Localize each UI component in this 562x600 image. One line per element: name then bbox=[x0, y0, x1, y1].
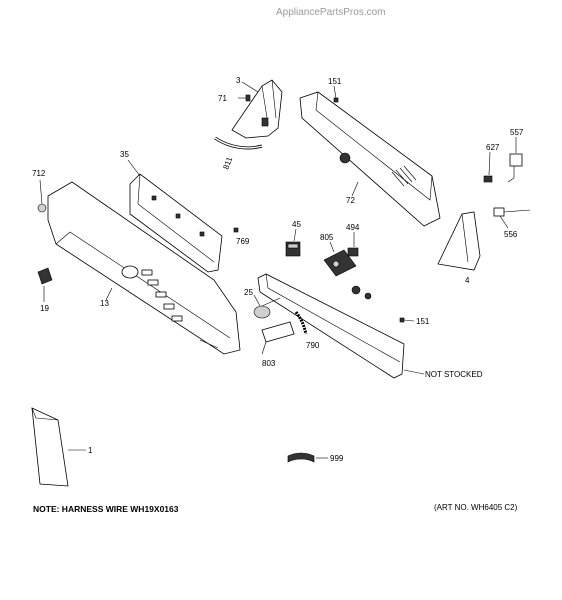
part-556-harness[interactable] bbox=[493, 207, 531, 217]
part-151a-screw[interactable] bbox=[333, 97, 339, 103]
art-number: (ART NO. WH6405 C2) bbox=[434, 503, 518, 512]
leader-712 bbox=[39, 179, 43, 205]
callout-151b: 151 bbox=[416, 317, 430, 326]
cycle-knob-opening bbox=[121, 265, 139, 279]
part-805-valve[interactable] bbox=[323, 249, 357, 277]
callout-45: 45 bbox=[292, 220, 301, 229]
callout-999: 999 bbox=[330, 454, 344, 463]
callout-4: 4 bbox=[465, 276, 470, 285]
leader-72 bbox=[351, 181, 359, 197]
callout-803: 803 bbox=[262, 359, 276, 368]
part-45-switch[interactable] bbox=[285, 241, 301, 257]
callout-790: 790 bbox=[306, 341, 320, 350]
callout-494: 494 bbox=[346, 223, 360, 232]
part-71-screw[interactable] bbox=[238, 94, 251, 102]
leader-805 bbox=[329, 241, 335, 253]
part-151b-screw[interactable] bbox=[399, 317, 415, 323]
part-494-connector[interactable] bbox=[347, 247, 359, 257]
leader-556 bbox=[499, 215, 509, 229]
callout-557: 557 bbox=[510, 128, 524, 137]
part-25-pressure-switch[interactable] bbox=[253, 297, 281, 319]
leader-25 bbox=[253, 294, 261, 307]
part-72-backsplash-panel[interactable] bbox=[299, 91, 441, 227]
callout-71: 71 bbox=[218, 94, 227, 103]
callout-not-stocked: NOT STOCKED bbox=[425, 370, 483, 379]
vent-slots bbox=[391, 165, 417, 187]
watermark-text: AppliancePartsPros.com bbox=[276, 7, 386, 18]
part-1-literature[interactable] bbox=[31, 407, 69, 487]
callout-712: 712 bbox=[32, 169, 46, 178]
callout-805: 805 bbox=[320, 233, 334, 242]
callout-811: 811 bbox=[221, 155, 234, 171]
part-811-wire[interactable] bbox=[214, 136, 263, 150]
part-712-knob[interactable] bbox=[37, 203, 47, 213]
leader-not-stocked bbox=[403, 369, 425, 375]
callout-627: 627 bbox=[486, 143, 500, 152]
part-769-screw[interactable] bbox=[233, 227, 239, 233]
callout-1: 1 bbox=[88, 446, 93, 455]
part-3-bracket[interactable] bbox=[231, 79, 283, 139]
part-627-connector[interactable] bbox=[483, 175, 493, 183]
callout-19: 19 bbox=[40, 304, 49, 313]
callout-25: 25 bbox=[244, 288, 253, 297]
callout-3: 3 bbox=[236, 76, 241, 85]
leader-35 bbox=[127, 159, 141, 177]
part-13-control-panel[interactable] bbox=[47, 181, 241, 355]
leader-3 bbox=[241, 81, 259, 93]
harness-note: NOTE: HARNESS WIRE WH19X0163 bbox=[33, 504, 179, 514]
callout-13: 13 bbox=[100, 299, 109, 308]
part-803-valve-bracket[interactable] bbox=[261, 321, 295, 355]
part-557-sensor[interactable] bbox=[507, 153, 523, 183]
leader-13 bbox=[105, 287, 113, 301]
callout-72: 72 bbox=[346, 196, 355, 205]
part-19-knob[interactable] bbox=[37, 267, 53, 285]
leader-45 bbox=[293, 228, 297, 242]
callout-556: 556 bbox=[504, 230, 518, 239]
part-35-control-board[interactable] bbox=[129, 173, 223, 273]
leader-151a bbox=[333, 85, 337, 99]
leader-627 bbox=[488, 151, 491, 176]
mounting-rail-not-stocked bbox=[257, 273, 405, 379]
part-999-harness[interactable] bbox=[287, 452, 315, 463]
callout-151a: 151 bbox=[328, 77, 342, 86]
part-4-bracket[interactable] bbox=[437, 211, 481, 271]
part-790-hose[interactable] bbox=[294, 311, 308, 335]
callout-769: 769 bbox=[236, 237, 250, 246]
callout-35: 35 bbox=[120, 150, 129, 159]
